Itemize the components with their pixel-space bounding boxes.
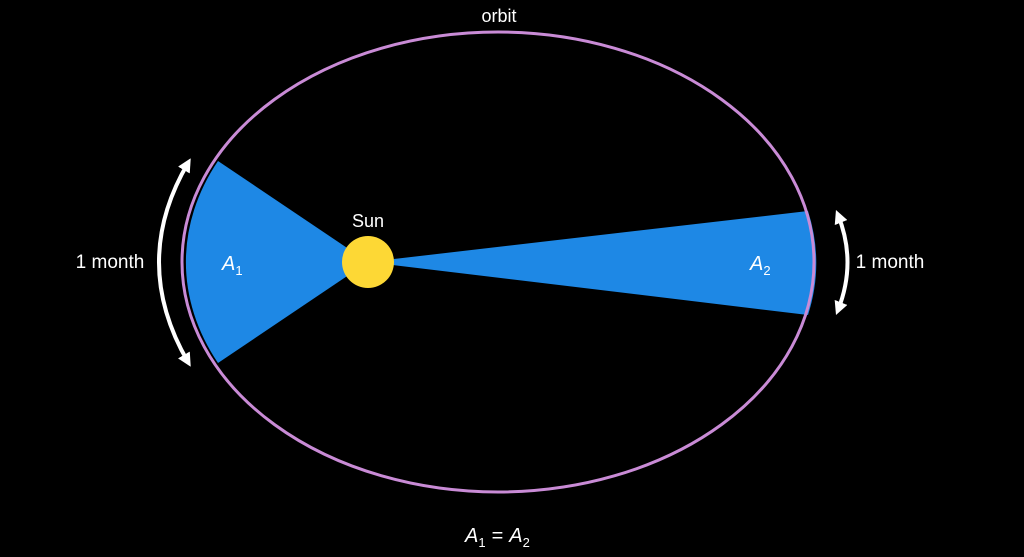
equation-rhs-base: A xyxy=(508,525,522,547)
area-a2-base: A xyxy=(749,253,763,275)
area-a1-label: A1 xyxy=(221,253,243,278)
sector-a1 xyxy=(185,161,368,363)
equation-lhs-base: A xyxy=(464,525,478,547)
right-time-arrow xyxy=(834,209,850,316)
left-duration-label: 1 month xyxy=(76,252,145,273)
area-a2-label: A2 xyxy=(749,253,771,278)
area-a2-sub: 2 xyxy=(763,263,770,278)
area-a1-sub: 1 xyxy=(235,263,242,278)
area-a1-base: A xyxy=(221,253,235,275)
equation-rhs-sub: 2 xyxy=(523,535,530,550)
sun xyxy=(342,236,394,288)
orbit-label: orbit xyxy=(481,6,516,26)
sector-a2 xyxy=(368,211,817,315)
right-duration-label: 1 month xyxy=(856,252,925,273)
equation-lhs-sub: 1 xyxy=(478,535,485,550)
equation-label: A1=A2 xyxy=(464,525,530,550)
equation-operator: = xyxy=(492,525,504,547)
left-time-arrow xyxy=(157,158,191,367)
sun-label: Sun xyxy=(352,211,384,231)
